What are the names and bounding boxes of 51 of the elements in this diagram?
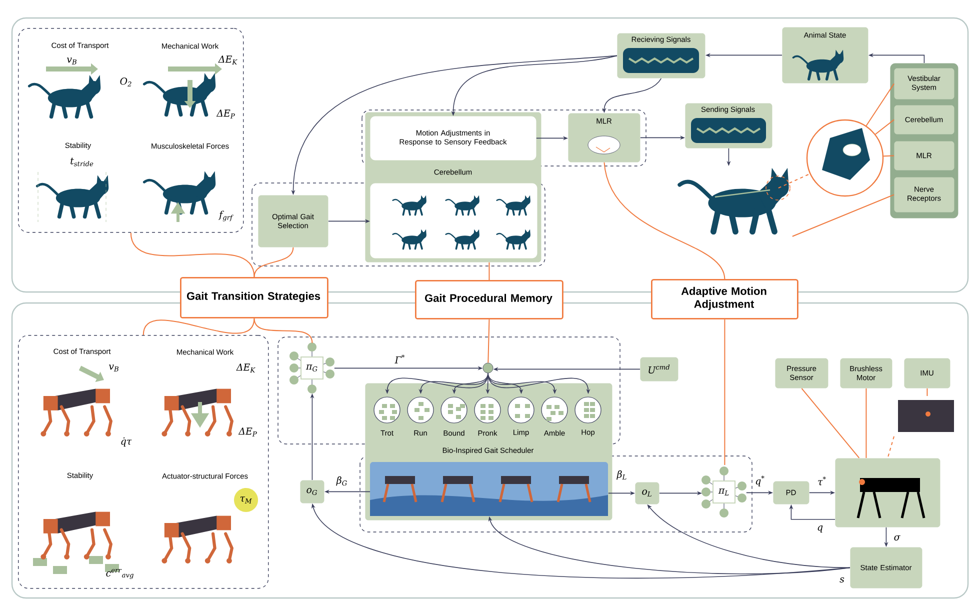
connector-line <box>801 388 860 458</box>
dashed-group <box>18 335 269 589</box>
edge-label: σ <box>892 534 902 542</box>
connector-line <box>874 119 894 135</box>
policy-network: π$_{G}$ <box>290 342 334 394</box>
math-label: ΔE$_{P}$ <box>216 110 235 118</box>
edge-label: β$_{G}$ <box>335 475 349 487</box>
junction-dot <box>482 362 494 374</box>
connector-line <box>792 194 894 237</box>
connector-line <box>130 232 255 278</box>
edge-label: s <box>838 576 846 584</box>
connector-line <box>926 388 928 396</box>
connector-line <box>254 246 294 278</box>
dashed-group <box>18 28 244 233</box>
math-label: f$_{grf}$ <box>218 210 234 222</box>
math-label: τ$_{M}$ <box>240 496 252 504</box>
connector-line <box>604 162 726 280</box>
math-label: t$_{stride}$ <box>70 158 94 166</box>
math-label: ΔE$_{K}$ <box>218 56 238 64</box>
math-label: O$_{2}$ <box>120 78 132 86</box>
edge-label: q <box>816 524 824 534</box>
connector-line <box>488 318 490 364</box>
edge-label: β$_{L}$ <box>616 469 628 481</box>
category-box: Gait Transition Strategies <box>180 277 328 318</box>
observation-box: o$_{L}$ <box>635 482 660 504</box>
connector-line <box>142 318 255 336</box>
connector-line <box>778 173 810 188</box>
math-label: ΔE$_{P}$ <box>238 428 257 436</box>
math-label: q̇τ <box>121 437 132 447</box>
connector-line <box>254 318 313 344</box>
connector-line <box>866 388 867 458</box>
gait-cats-drawing <box>370 183 538 258</box>
edge-label: q$^{*}$ <box>754 474 766 488</box>
math-label: ΔE$_{K}$ <box>236 364 256 372</box>
input-box: U$^{cmd}$ <box>640 357 678 382</box>
simulation-picture <box>370 462 608 516</box>
connector-line <box>488 262 490 280</box>
connector-line <box>887 436 894 458</box>
edge-label: Γ$^{*}$ <box>394 354 406 364</box>
category-box: Adaptive Motion Adjustment <box>651 279 798 320</box>
connector-line <box>724 318 726 466</box>
observation-box: o$_{G}$ <box>300 480 324 504</box>
imu-photo <box>898 400 954 432</box>
connector-line <box>866 83 894 126</box>
policy-network: π$_{L}$ <box>702 466 746 518</box>
math-label: v$_{B}$ <box>67 58 76 64</box>
category-box: Gait Procedural Memory <box>415 280 564 320</box>
math-label: v$_{B}$ <box>109 364 118 372</box>
cat-drawing <box>678 168 790 235</box>
edge-label: τ$^{*}$ <box>816 475 828 487</box>
connector-line <box>883 155 894 157</box>
